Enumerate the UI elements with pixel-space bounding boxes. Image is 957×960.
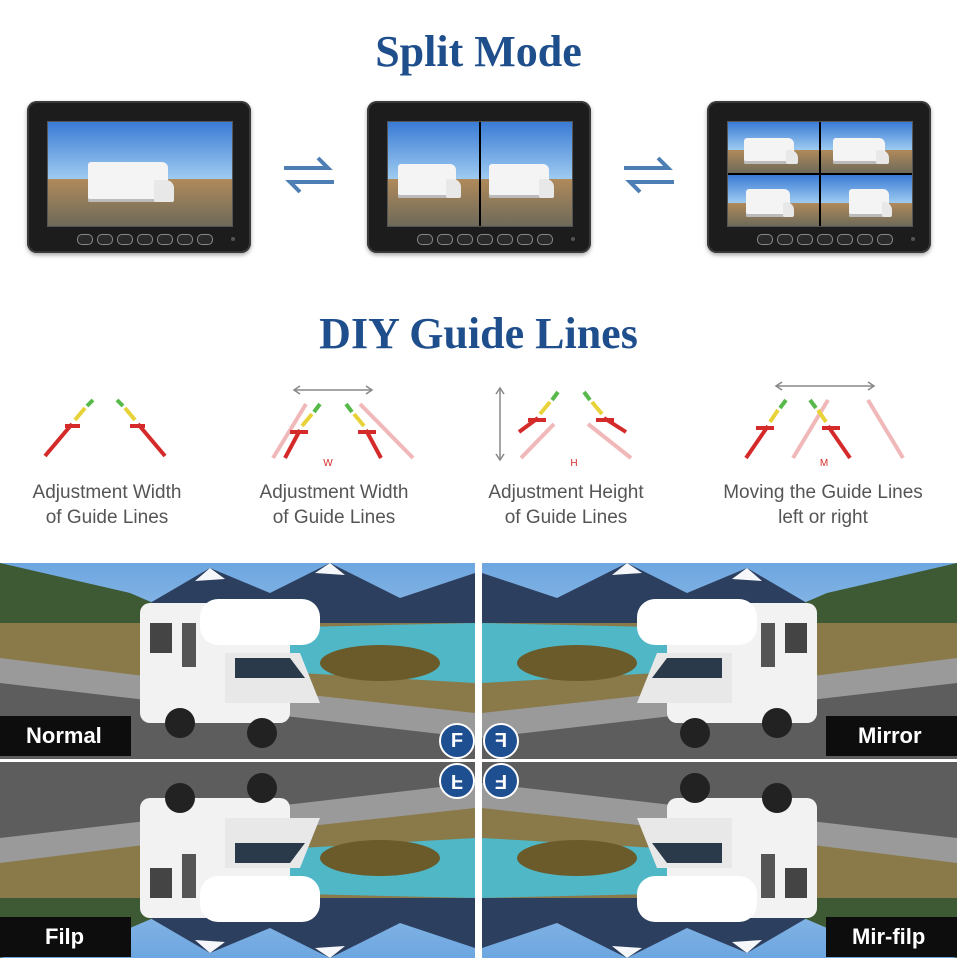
screen-single (47, 121, 233, 227)
camera-view-3 (728, 175, 819, 226)
swap-arrows-icon (624, 156, 674, 194)
rv-image (88, 162, 175, 202)
guide-lines-title: DIY Guide Lines (319, 309, 638, 358)
camera-view-2 (821, 122, 912, 173)
camera-view-4 (821, 175, 912, 226)
split-mode-title: Split Mode (375, 27, 582, 76)
mir-flip-orientation-icon: F (483, 763, 519, 799)
screen-dual (387, 121, 573, 227)
mirror-orientation-icon: F (483, 723, 519, 759)
width-marker: W (323, 458, 333, 469)
monitor-quad-view (707, 101, 931, 253)
height-marker: H (570, 458, 577, 469)
monitor-buttons (757, 234, 893, 245)
flip-orientation-icon: F (439, 763, 475, 799)
label-normal: Normal (0, 716, 131, 756)
swap-arrows-icon (284, 156, 334, 194)
camera-view-2 (481, 122, 572, 226)
monitor-single-view (27, 101, 251, 253)
guide-lines-diagram-height: H (495, 386, 633, 469)
screen-quad (727, 121, 913, 227)
monitor-buttons (77, 234, 213, 245)
label-flip: Filp (0, 917, 131, 957)
monitor-dual-view (367, 101, 591, 253)
monitor-buttons (417, 234, 553, 245)
power-led (571, 237, 575, 241)
guide-lines-diagram-1 (43, 398, 167, 458)
guide-lines-diagram-width: W (271, 385, 415, 469)
label-mirror: Mirror (826, 716, 957, 756)
move-marker: M (820, 458, 828, 469)
normal-orientation-icon: F (439, 723, 475, 759)
camera-view-1 (728, 122, 819, 173)
power-led (911, 237, 915, 241)
camera-view (48, 122, 232, 226)
power-led (231, 237, 235, 241)
guide-lines-diagram-move: M (744, 381, 905, 469)
label-mir-flip: Mir-filp (826, 917, 957, 957)
camera-view-1 (388, 122, 479, 226)
